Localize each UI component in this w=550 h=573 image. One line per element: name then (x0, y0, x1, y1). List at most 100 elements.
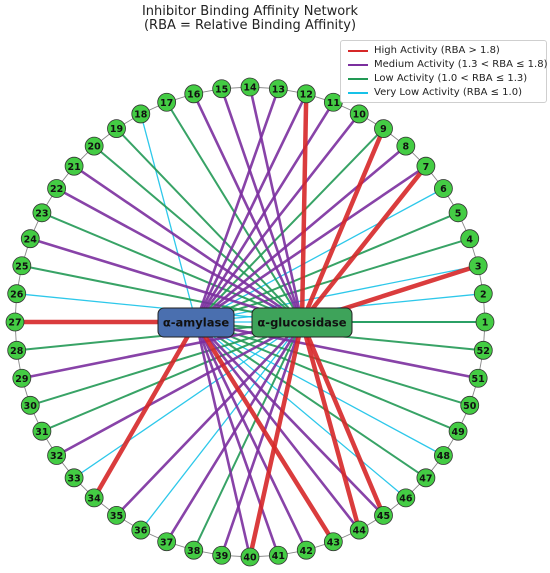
edge-38-glucosidase (192, 321, 303, 552)
node-label-38: 38 (187, 546, 201, 557)
node-21 (64, 156, 84, 176)
node-label-51: 51 (472, 374, 485, 385)
node-37 (157, 532, 177, 552)
legend-swatch-low (348, 78, 368, 80)
node-20 (84, 136, 104, 156)
edge-40-amylase (194, 320, 252, 559)
node-label-14: 14 (243, 83, 257, 94)
node-13 (268, 79, 288, 99)
edge-19-glucosidase (115, 127, 303, 323)
edge-42-amylase (194, 320, 308, 552)
node-label-5: 5 (455, 208, 462, 219)
node-label-34: 34 (88, 494, 102, 505)
edge-45-amylase (194, 320, 385, 517)
node-43 (323, 532, 343, 552)
node-label-27: 27 (8, 318, 21, 329)
node-36 (131, 520, 151, 540)
node-44 (349, 520, 369, 540)
node-33 (64, 468, 84, 488)
node-label-23: 23 (35, 208, 48, 219)
edge-12-amylase (194, 92, 308, 324)
node-52 (473, 340, 493, 360)
node-38 (184, 540, 204, 560)
legend-swatch-verylow (348, 92, 368, 94)
edge-32-glucosidase (55, 320, 304, 457)
node-label-6: 6 (440, 184, 447, 195)
edge-7-glucosidase (299, 163, 429, 325)
node-6 (434, 179, 453, 198)
node-46 (396, 488, 416, 508)
node-label-9: 9 (380, 124, 387, 135)
node-label-40: 40 (243, 553, 257, 564)
node-4 (460, 229, 480, 249)
node-48 (434, 446, 453, 465)
node-26 (7, 284, 27, 304)
node-label-49: 49 (451, 427, 464, 438)
legend-label-verylow: Very Low Activity (RBA ≤ 1.0) (374, 87, 522, 98)
node-14 (240, 77, 260, 97)
edge-13-amylase (194, 87, 280, 324)
edge-3-amylase (195, 265, 479, 323)
node-8 (396, 136, 416, 156)
edge-43-amylase (193, 319, 336, 544)
node-label-35: 35 (110, 511, 123, 522)
node-25 (12, 256, 32, 276)
edge-9-glucosidase (299, 126, 386, 325)
node-41 (268, 545, 288, 565)
edge-40-glucosidase (247, 319, 305, 560)
hub-glucosidase-box (251, 307, 353, 338)
node-19 (107, 119, 126, 138)
edge-22-glucosidase (55, 187, 304, 324)
node-39 (212, 545, 232, 565)
node-label-45: 45 (377, 511, 390, 522)
nodes-layer: 1234567891011121314151617181920212223242… (5, 77, 495, 567)
node-17 (157, 92, 177, 112)
node-label-41: 41 (272, 551, 285, 562)
node-label-17: 17 (160, 98, 173, 109)
legend-label-high: High Activity (RBA > 1.8) (374, 45, 500, 56)
edge-23-glucosidase (40, 211, 303, 323)
node-label-15: 15 (215, 84, 228, 95)
node-29 (12, 368, 32, 388)
edge-44-glucosidase (299, 319, 362, 533)
node-label-39: 39 (215, 551, 228, 562)
node-label-4: 4 (466, 234, 473, 245)
edge-36-glucosidase (140, 321, 303, 531)
figure-subtitle: (RBA = Relative Binding Affinity) (143, 18, 357, 33)
node-label-24: 24 (24, 234, 38, 245)
node-label-11: 11 (327, 98, 340, 109)
legend-item-high: High Activity (RBA > 1.8) (341, 44, 546, 58)
node-label-22: 22 (50, 184, 63, 195)
node-45 (374, 506, 393, 525)
edge-14-glucosidase (248, 85, 304, 324)
edge-8-amylase (194, 144, 408, 324)
node-label-26: 26 (10, 289, 24, 300)
node-label-37: 37 (160, 537, 173, 548)
node-7 (416, 156, 436, 176)
node-label-21: 21 (67, 162, 80, 173)
edge-41-amylase (194, 320, 280, 557)
edge-10-amylase (194, 112, 361, 324)
edge-20-glucosidase (93, 145, 303, 323)
node-label-25: 25 (15, 261, 28, 272)
hub-amylase-box (157, 307, 235, 338)
edge-15-glucosidase (220, 87, 304, 324)
node-24 (20, 229, 40, 249)
node-label-44: 44 (353, 526, 367, 537)
node-23 (32, 203, 52, 223)
node-label-31: 31 (35, 427, 48, 438)
edge-12-glucosidase (299, 91, 309, 325)
node-32 (47, 446, 66, 465)
legend-item-low: Low Activity (1.0 < RBA ≤ 1.3) (341, 72, 546, 86)
node-5 (448, 203, 468, 223)
node-label-30: 30 (24, 401, 38, 412)
node-50 (460, 395, 480, 415)
node-15 (212, 79, 232, 99)
node-label-16: 16 (187, 89, 201, 100)
node-label-48: 48 (437, 451, 451, 462)
edge-33-glucosidase (73, 321, 303, 479)
node-label-13: 13 (272, 84, 285, 95)
node-16 (184, 84, 204, 104)
edge-16-glucosidase (192, 92, 304, 324)
node-2 (473, 284, 493, 304)
